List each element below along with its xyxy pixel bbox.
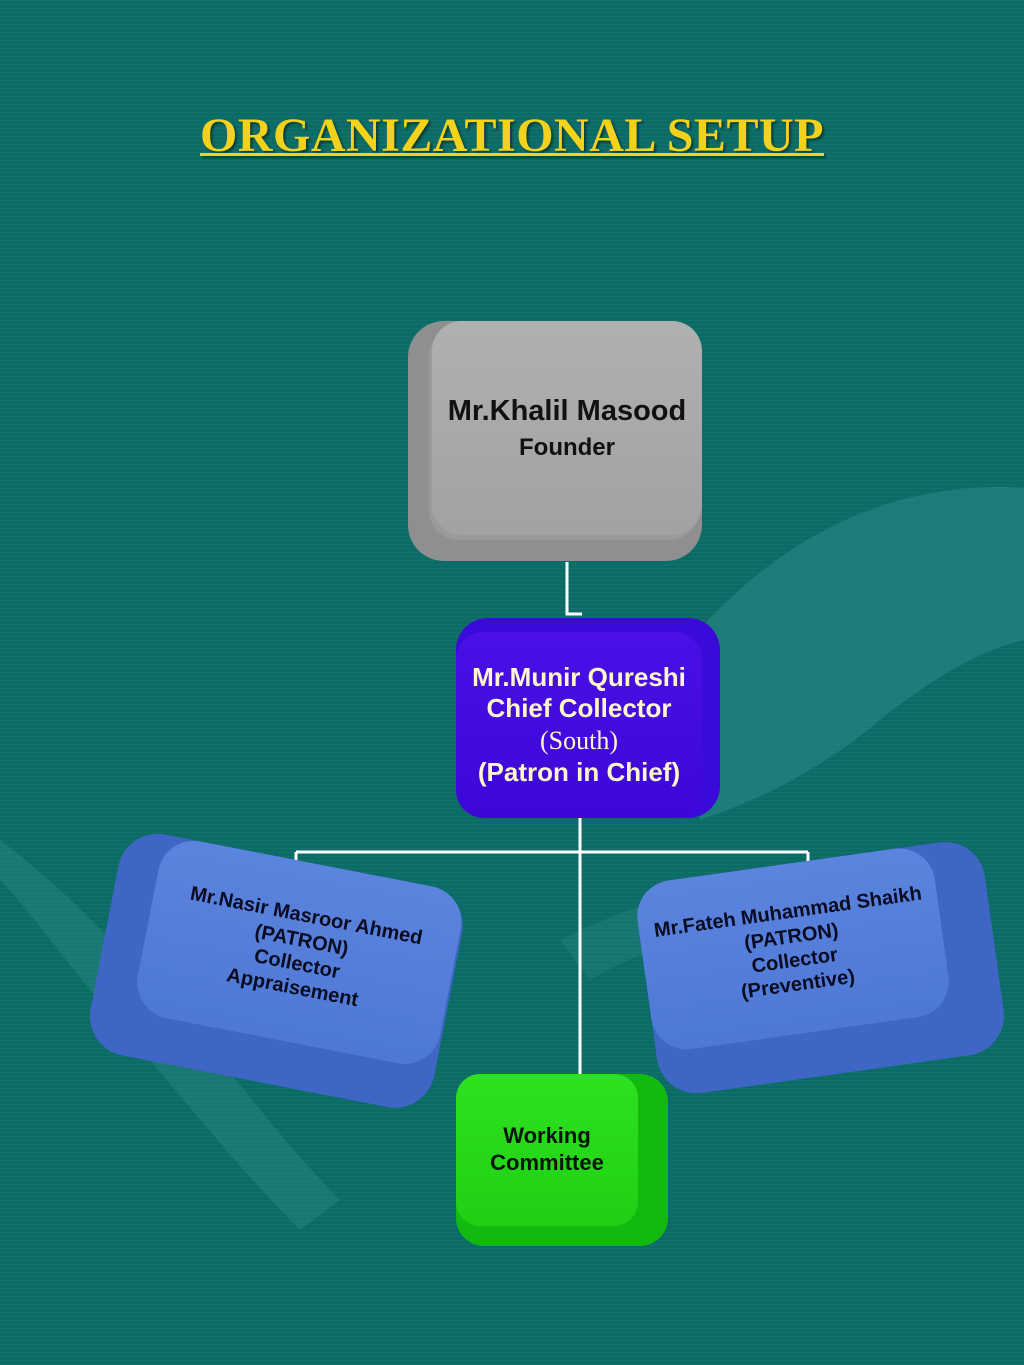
patron-right-node: Mr.Fateh Muhammad Shaikh (PATRON) Collec… — [632, 836, 1014, 1128]
working-committee-node: Working Committee — [456, 1074, 668, 1246]
founder-node: Mr.Khalil Masood Founder — [408, 321, 702, 561]
chief-node: Mr.Munir Qureshi Chief Collector (South)… — [456, 618, 720, 818]
founder-name: Mr.Khalil Masood — [447, 394, 687, 427]
working-line2: Committee — [490, 1150, 604, 1175]
connector-founder-chief — [565, 562, 582, 616]
chief-region: (South) — [540, 726, 618, 755]
chief-title: (Patron in Chief) — [477, 756, 681, 787]
working-line1: Working — [503, 1123, 591, 1149]
founder-box-face: Mr.Khalil Masood Founder — [432, 321, 702, 535]
chief-box-face: Mr.Munir Qureshi Chief Collector (South)… — [456, 632, 702, 818]
chief-name: Mr.Munir Qureshi — [472, 661, 686, 692]
founder-role: Founder — [519, 434, 615, 462]
working-box-face: Working Committee — [456, 1074, 638, 1226]
chief-role: Chief Collector — [486, 693, 672, 724]
page-title: ORGANIZATIONAL SETUP — [200, 109, 824, 162]
